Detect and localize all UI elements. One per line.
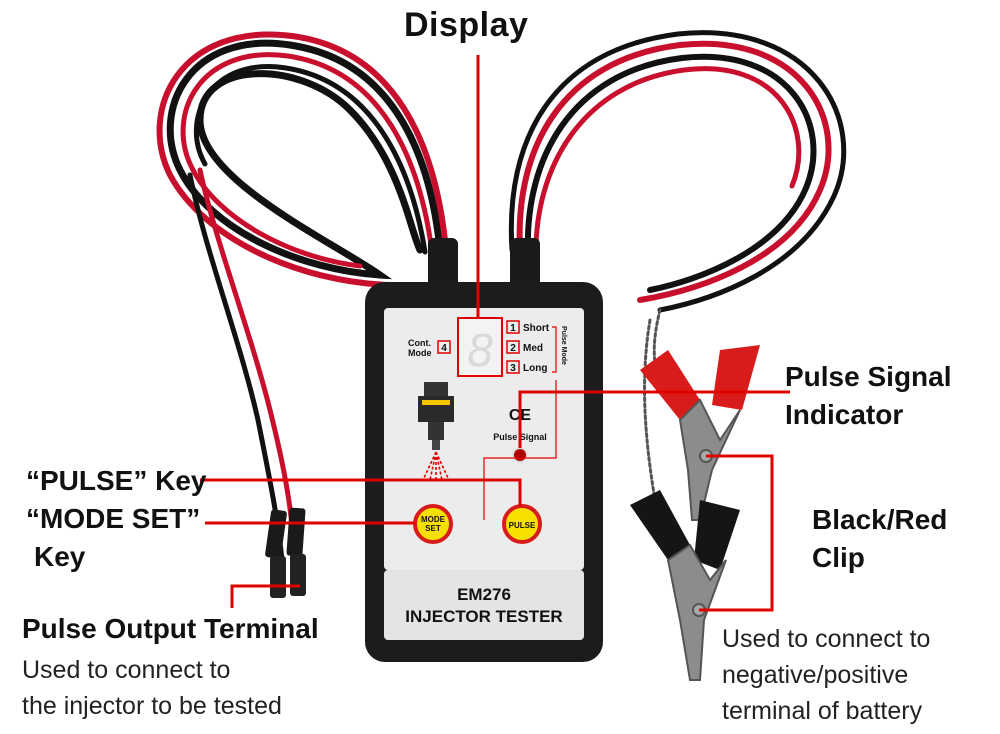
injector-icon (418, 382, 454, 481)
mode-1-number: 1 (510, 323, 516, 334)
pulse-signal-indicator-label-1: Pulse Signal (785, 361, 952, 392)
pulse-output-desc-2: the injector to be tested (22, 692, 282, 720)
mode-3-number: 3 (510, 363, 516, 374)
black-clip (630, 490, 740, 681)
pulse-button-label: PULSE (509, 521, 536, 530)
red-clip (640, 345, 760, 521)
left-cable-coil (156, 31, 449, 563)
mode-2-number: 2 (510, 343, 516, 354)
mode-1-label: Short (523, 323, 550, 334)
cont-mode-number: 4 (441, 343, 447, 354)
device-label-area (384, 570, 584, 640)
pulse-output-terminal-label: Pulse Output Terminal (22, 613, 319, 644)
right-cable-boot (510, 238, 540, 288)
pulse-mode-label: Pulse Mode (560, 326, 567, 365)
cont-mode-indicator: Cont. Mode 4 (408, 338, 451, 358)
display-digit: 8 (467, 324, 493, 376)
pulse-output-terminals (265, 507, 306, 598)
callout-lines (200, 55, 790, 612)
mode-set-key-label-1: “MODE SET” (26, 503, 201, 534)
pulse-key-callout (200, 478, 522, 506)
pulse-output-desc-1: Used to connect to (22, 656, 231, 684)
mode-set-button-label-2: SET (425, 524, 441, 533)
mode-set-button[interactable]: MODE SET (413, 504, 453, 544)
mode-set-button-label-1: MODE (421, 515, 446, 524)
black-red-clip-label-2: Clip (812, 542, 865, 573)
cont-mode-label-2: Mode (408, 348, 432, 358)
mode-3-label: Long (523, 363, 547, 374)
mode-2-label: Med (523, 343, 543, 354)
pulse-signal-callout (518, 390, 790, 448)
mode-indicators: 1 Short 2 Med 3 Long Pulse Mode (506, 320, 567, 374)
clip-desc-3: terminal of battery (722, 697, 923, 725)
clip-desc-2: negative/positive (722, 661, 909, 689)
right-cable-coil (508, 30, 847, 502)
pulse-button[interactable]: PULSE (502, 504, 542, 544)
mode-set-key-label-2: Key (34, 541, 86, 572)
pulse-signal-indicator-label-2: Indicator (785, 399, 904, 430)
pulse-output-callout (230, 584, 300, 608)
pulse-key-label: “PULSE” Key (26, 465, 207, 496)
clip-desc-1: Used to connect to (722, 625, 931, 653)
model-name: EM276 (457, 585, 511, 604)
pulse-signal-led (512, 447, 528, 463)
clip-callout (699, 454, 774, 612)
display-label: Display (404, 6, 529, 44)
black-red-clip-label-1: Black/Red (812, 504, 948, 535)
panel-connector-trace (483, 380, 557, 520)
cont-mode-label-1: Cont. (408, 338, 431, 348)
seven-segment-display (457, 317, 503, 377)
left-cable-boot (428, 238, 458, 288)
product-name: INJECTOR TESTER (405, 607, 562, 626)
